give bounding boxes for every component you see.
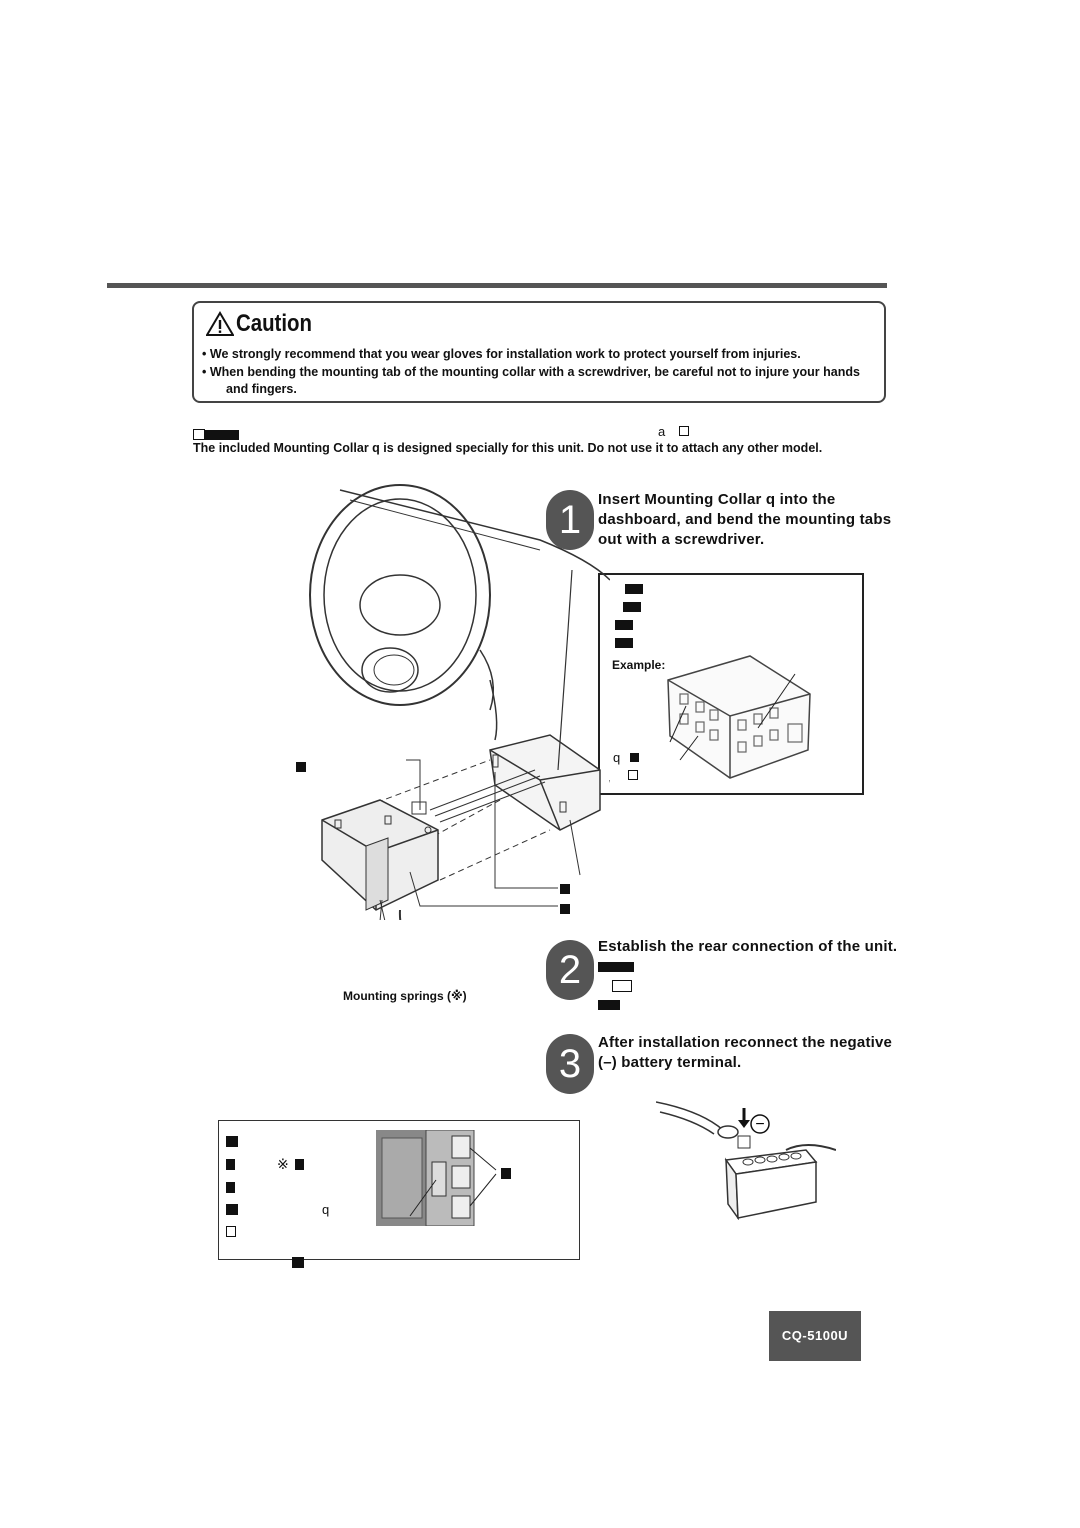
caution-title: Caution	[236, 310, 312, 337]
spring-detail-illustration	[376, 1130, 497, 1226]
spring-callout-redacted	[501, 1168, 511, 1179]
example-box	[598, 573, 864, 795]
caution-bullet-2: • When bending the mounting tab of the m…	[202, 365, 860, 396]
example-redacted-lines	[615, 584, 643, 648]
example-item-marker: q	[613, 750, 639, 765]
diagram-redacted-label-1	[296, 762, 306, 772]
caution-bullet-1: • We strongly recommend that you wear gl…	[202, 347, 801, 361]
dashboard-installation-illustration	[309, 484, 610, 920]
spring-item-marker: q	[322, 1202, 330, 1217]
spring-box-redacted-lines: ※ q	[226, 1136, 329, 1268]
warning-triangle-icon	[206, 311, 234, 336]
model-badge: CQ-5100U	[769, 1311, 861, 1361]
diagram-redacted-label-3	[560, 904, 570, 914]
spring-ref-mark: ※	[277, 1156, 289, 1172]
top-rule	[107, 283, 887, 288]
diagram-redacted-label-2	[560, 884, 570, 894]
mounting-collar-example-illustration	[667, 655, 811, 779]
step-2-redacted-lines	[598, 962, 634, 1010]
note-marker: a	[658, 424, 689, 439]
step-3-badge: 3	[546, 1034, 594, 1094]
step-2-badge: 2	[546, 940, 594, 1000]
step-3-text: After installation reconnect the negativ…	[598, 1034, 893, 1071]
battery-terminal-illustration: −	[656, 1101, 836, 1220]
example-label: Example:	[612, 658, 666, 672]
note-text: The included Mounting Collar q is design…	[193, 441, 823, 455]
redacted-heading	[193, 427, 241, 440]
step-2-text: Establish the rear connection of the uni…	[598, 938, 898, 955]
minus-symbol: −	[755, 1116, 764, 1133]
example-checkbox	[628, 770, 638, 780]
step-1-badge: 1	[546, 490, 594, 550]
mounting-springs-label: Mounting springs (※)	[343, 989, 467, 1003]
caution-box	[192, 301, 886, 403]
spring-detail-box	[218, 1120, 580, 1260]
step-1-text: Insert Mounting Collar q into the dashbo…	[598, 491, 892, 548]
